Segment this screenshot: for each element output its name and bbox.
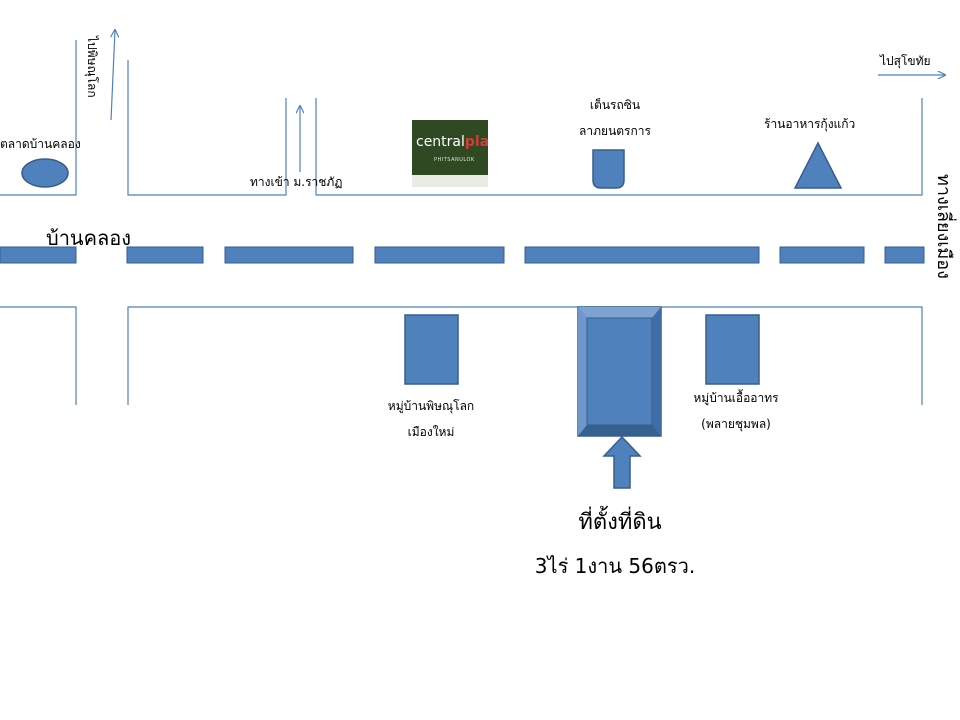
road-edge-segment-east — [315, 98, 923, 196]
central-plaza-logo: centralplaza PHITSANULOK — [412, 120, 488, 187]
road-edge-segment-university — [127, 60, 287, 196]
label-village-euaarthorn-line2: (พลายชุมพล) — [701, 417, 771, 431]
label-village-phitsanulok-line1: หมู่บ้านพิษณุโลก — [387, 399, 475, 413]
logo-location: PHITSANULOK — [434, 157, 475, 163]
road-dash — [0, 246, 77, 264]
label-to-phitsanulok: ไปพิษณุโลก — [85, 36, 99, 98]
label-to-sukhothai: ไปสุโขทัย — [880, 54, 931, 68]
road-edge-segment-west — [0, 40, 77, 196]
road-edge-segment-southwest — [0, 306, 77, 405]
label-car-dealer-line2: ลาภยนตรการ — [579, 124, 651, 138]
logo-stripe — [412, 175, 488, 187]
road-dash — [779, 246, 865, 264]
label-market: ตลาดบ้านคลอง — [0, 137, 81, 151]
market-circle-icon — [21, 158, 69, 188]
label-university-entrance: ทางเข้า ม.ราชภัฏ — [250, 175, 343, 189]
logo-brand-accent: plaza — [464, 134, 488, 150]
label-village-phitsanulok-line2: เมืองใหม่ — [407, 425, 455, 439]
restaurant-triangle-icon — [793, 141, 843, 189]
label-bypass-road: ทางเลี่ยงเมือง — [933, 174, 954, 279]
road-center-dashes — [0, 246, 925, 264]
site-area: 3ไร่ 1งาน 56ตรว. — [534, 554, 696, 578]
site-pointer-arrow-icon — [602, 435, 642, 489]
label-restaurant: ร้านอาหารกุ้งแก้ว — [764, 117, 856, 131]
road-dash — [884, 246, 925, 264]
road-dash — [224, 246, 354, 264]
road-edge-north — [0, 40, 923, 196]
arrow-to-phitsanulok-icon — [110, 30, 115, 121]
label-car-dealer-line1: เต็นรถซิน — [589, 98, 641, 112]
village-phitsanulok-block — [404, 314, 459, 385]
road-dash — [126, 246, 204, 264]
road-dash — [374, 246, 505, 264]
car-dealer-marker-icon — [592, 149, 625, 189]
label-road-name: บ้านคลอง — [46, 226, 132, 250]
logo-brand-plain: central — [416, 134, 465, 150]
site-title: ที่ตั้งที่ดิน — [578, 510, 662, 535]
road-edge-segment-southeast — [127, 306, 923, 405]
land-plot-block — [577, 306, 662, 437]
village-euaarthorn-block — [705, 314, 760, 385]
road-edge-south — [0, 306, 923, 405]
road-dash — [524, 246, 760, 264]
label-village-euaarthorn-line1: หมู่บ้านเอื้ออาทร — [693, 391, 779, 405]
